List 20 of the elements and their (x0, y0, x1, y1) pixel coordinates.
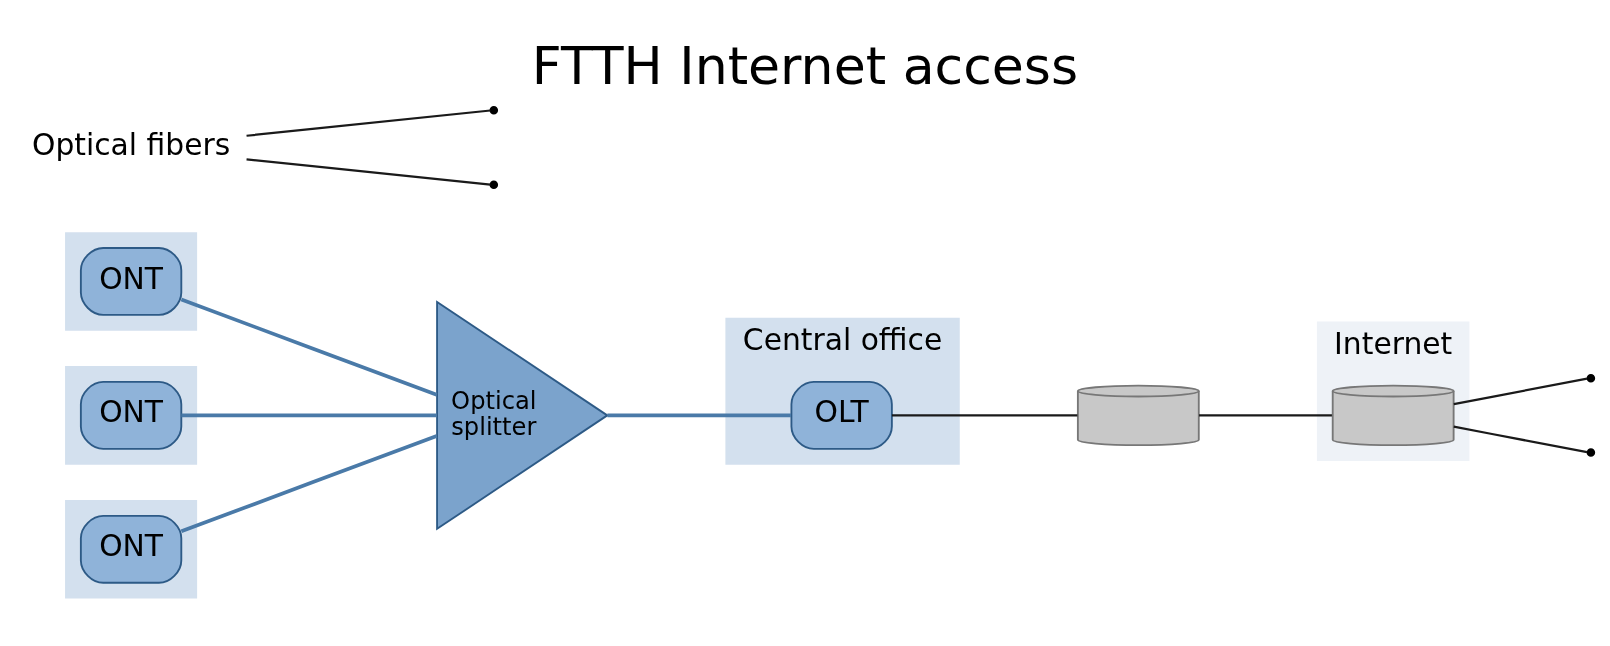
node-box: ONT (79, 514, 183, 584)
cluster: Internet (1316, 320, 1470, 461)
connector (1453, 425, 1588, 453)
node-box: ONT (79, 380, 183, 450)
cluster (65, 499, 198, 599)
node-box: ONT (79, 246, 183, 316)
connector (1199, 413, 1332, 416)
diagram-title: FTTH Internet access (531, 35, 1079, 96)
connector (181, 413, 437, 417)
connector (246, 108, 491, 137)
connector (607, 413, 791, 417)
cluster (65, 365, 198, 465)
cluster (65, 231, 198, 331)
node-box: OLT (790, 380, 893, 450)
connector (180, 433, 438, 533)
connector (1453, 376, 1588, 405)
node-text: Optical fibers (31, 126, 231, 162)
connector (246, 157, 491, 186)
connector (180, 297, 438, 396)
connector (891, 413, 1078, 416)
